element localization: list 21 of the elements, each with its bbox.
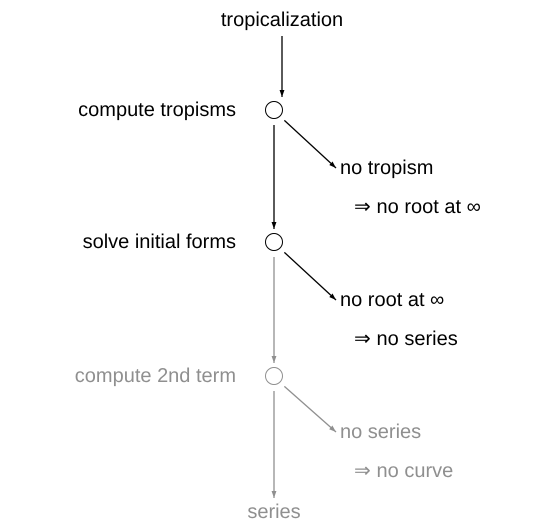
consequence-text: ⇒ no curve <box>353 461 454 481</box>
step-label: solve initial forms <box>82 232 236 252</box>
arrow <box>272 391 276 498</box>
arrow <box>284 252 336 300</box>
arrow <box>284 120 336 168</box>
arrow <box>284 386 336 432</box>
step-circle <box>265 367 283 385</box>
step-circle <box>265 101 283 119</box>
consequence-text: ⇒ no series <box>353 329 458 349</box>
step-label: compute 2nd term <box>74 366 236 386</box>
consequence-text: ⇒ no root at ∞ <box>353 197 481 217</box>
arrow <box>272 257 276 363</box>
outcome-text: no series <box>340 422 422 442</box>
arrow <box>280 36 284 97</box>
outcome-text: tropicalization <box>220 10 344 30</box>
arrow <box>272 125 276 229</box>
step-label: compute tropisms <box>78 100 236 120</box>
outcome-text: series <box>247 502 301 522</box>
step-circle <box>265 233 283 251</box>
outcome-text: no tropism <box>340 158 434 178</box>
outcome-text: no root at ∞ <box>340 290 446 310</box>
